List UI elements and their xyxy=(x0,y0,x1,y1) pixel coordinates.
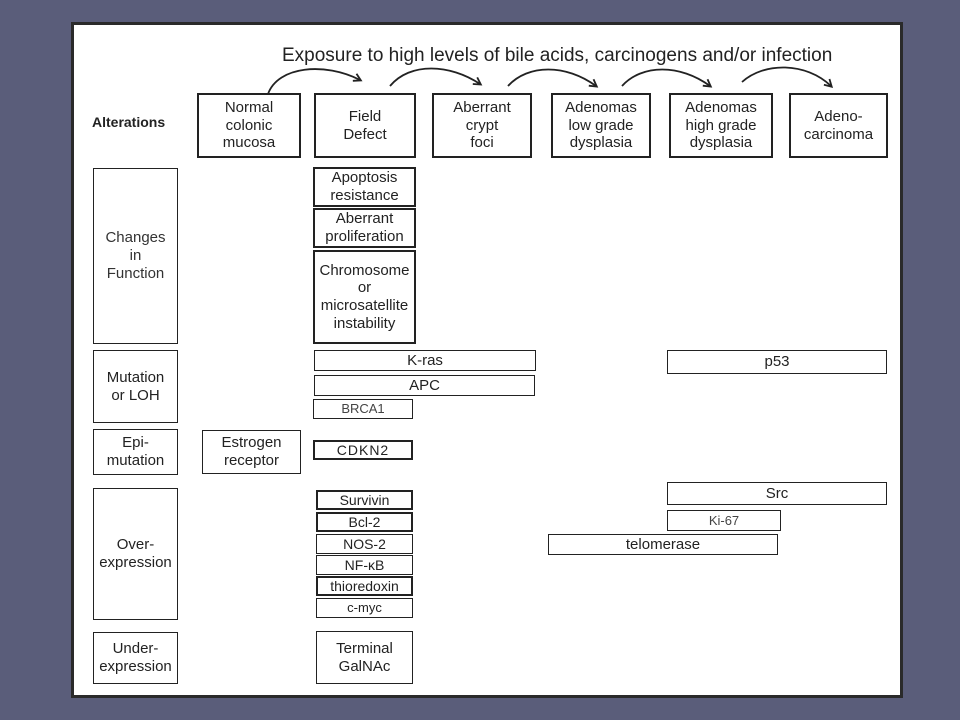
bar-apc: APC xyxy=(314,375,535,396)
item-survivin: Survivin xyxy=(316,490,413,510)
item-c-myc: c-myc xyxy=(316,598,413,618)
item-cdkn2: CDKN2 xyxy=(313,440,413,460)
item-nos2: NOS-2 xyxy=(316,534,413,554)
stage-adenomas-low-grade: Adenomas low grade dysplasia xyxy=(551,93,651,158)
arrow-field-to-acf xyxy=(389,67,483,87)
bar-telomerase: telomerase xyxy=(548,534,778,555)
bar-p53: p53 xyxy=(667,350,887,374)
item-aberrant-proliferation: Aberrant proliferation xyxy=(313,208,416,248)
category-changes-in-function: Changes in Function xyxy=(93,168,178,344)
stage-aberrant-crypt-foci: Aberrant crypt foci xyxy=(432,93,532,158)
exposure-caption: Exposure to high levels of bile acids, c… xyxy=(282,45,833,66)
category-epimutation: Epi- mutation xyxy=(93,429,178,475)
bar-kras: K-ras xyxy=(314,350,536,371)
bar-brca1: BRCA1 xyxy=(313,399,413,419)
stage-normal-mucosa: Normal colonic mucosa xyxy=(197,93,301,158)
item-apoptosis-resistance: Apoptosis resistance xyxy=(313,167,416,207)
arrow-normal-to-field xyxy=(267,68,363,95)
item-nfkb: NF-κB xyxy=(316,555,413,575)
arrow-low-to-high xyxy=(621,68,713,88)
category-underexpression: Under- expression xyxy=(93,632,178,684)
bar-ki67: Ki-67 xyxy=(667,510,781,531)
arrow-high-to-carcinoma xyxy=(741,66,834,88)
stage-adenomas-high-grade: Adenomas high grade dysplasia xyxy=(669,93,773,158)
item-bcl2: Bcl-2 xyxy=(316,512,413,532)
arrow-acf-to-low xyxy=(507,68,599,88)
category-overexpression: Over- expression xyxy=(93,488,178,620)
item-terminal-galnac: Terminal GalNAc xyxy=(316,631,413,684)
stage-field-defect: Field Defect xyxy=(314,93,416,158)
item-chromosome-instability: Chromosome or microsatellite instability xyxy=(313,250,416,344)
bar-src: Src xyxy=(667,482,887,505)
item-thioredoxin: thioredoxin xyxy=(316,576,413,596)
item-estrogen-receptor: Estrogen receptor xyxy=(202,430,301,474)
alterations-label: Alterations xyxy=(92,114,166,130)
category-mutation-loh: Mutation or LOH xyxy=(93,350,178,423)
stage-adenocarcinoma: Adeno- carcinoma xyxy=(789,93,888,158)
